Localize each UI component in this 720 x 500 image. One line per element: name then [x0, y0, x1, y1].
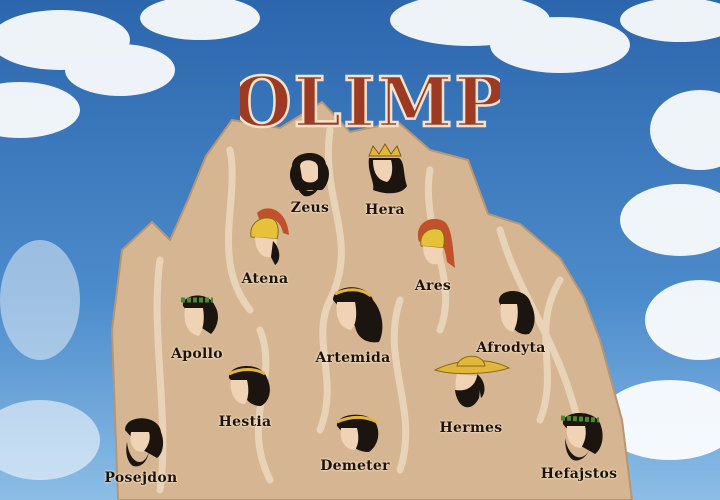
god-hermes: Hermes	[416, 352, 526, 436]
god-hefajstos: Hefajstos	[524, 408, 634, 482]
god-label: Ares	[414, 278, 452, 294]
god-atena: Atena	[210, 205, 320, 287]
god-ares: Ares	[378, 212, 488, 294]
atena-helmet-portrait-icon	[250, 208, 289, 265]
afrodyta-portrait-icon	[498, 291, 535, 335]
god-label: Afrodyta	[476, 340, 546, 356]
god-posejdon: Posejdon	[86, 412, 196, 486]
god-label: Hera	[365, 202, 405, 218]
god-label: Atena	[241, 271, 289, 287]
posejdon-portrait-icon	[125, 418, 164, 467]
god-label: Hermes	[439, 420, 503, 436]
hestia-portrait-icon	[228, 365, 270, 406]
god-label: Artemida	[315, 350, 391, 366]
god-artemida: Artemida	[298, 282, 408, 366]
god-apollo: Apollo	[142, 290, 252, 362]
god-label: Zeus	[290, 200, 330, 216]
god-demeter: Demeter	[300, 412, 410, 474]
hefajstos-laurel-portrait-icon	[560, 413, 603, 461]
hera-crown-portrait-icon	[368, 143, 407, 194]
god-label: Demeter	[320, 458, 390, 474]
artemida-portrait-icon	[333, 287, 383, 343]
hermes-petasos-portrait-icon	[433, 355, 511, 408]
god-zeus: Zeus	[255, 146, 365, 216]
clouds	[0, 0, 720, 480]
god-afrodyta: Afrodyta	[456, 288, 566, 356]
god-label: Apollo	[171, 346, 223, 362]
zeus-portrait-icon	[289, 152, 329, 197]
demeter-portrait-icon	[336, 414, 379, 452]
title-graphic: OLIMP	[231, 62, 507, 145]
god-label: Hefajstos	[540, 466, 618, 482]
god-label: Posejdon	[104, 470, 178, 486]
god-hera: Hera	[330, 142, 440, 218]
god-hestia: Hestia	[190, 362, 300, 430]
title-text: OLIMP	[240, 63, 500, 143]
title-olimp: OLIMP	[231, 56, 507, 146]
ares-helmet-portrait-icon	[417, 218, 455, 268]
god-label: Hestia	[218, 414, 272, 430]
apollo-laurel-portrait-icon	[181, 295, 218, 336]
